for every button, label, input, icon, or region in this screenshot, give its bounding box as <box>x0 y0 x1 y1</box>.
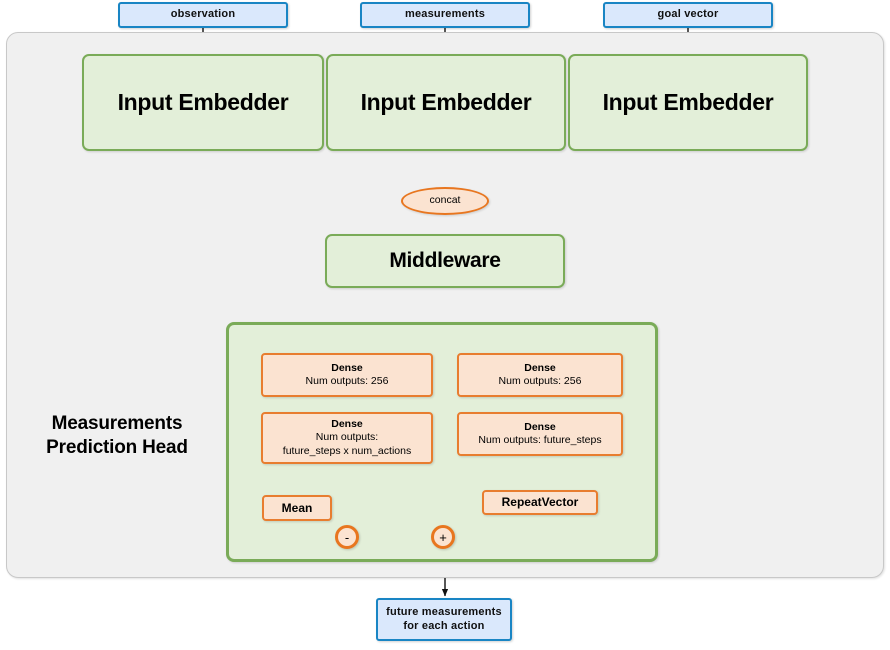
input-embedder-observation[interactable]: Input Embedder <box>82 54 324 151</box>
output-box-line-2: for each action <box>403 619 485 632</box>
head-title-line-2: Prediction Head <box>46 436 188 458</box>
subtract-operator[interactable]: - <box>335 525 359 549</box>
mean-node[interactable]: Mean <box>262 495 332 521</box>
input-box-measurements-label: measurements <box>404 8 486 21</box>
output-box-future-measurements[interactable]: future measurements for each action <box>376 598 512 641</box>
dense-right-1-outputs: Num outputs: 256 <box>498 375 582 387</box>
input-box-goal-vector-label: goal vector <box>657 8 719 21</box>
dense-left-2-outputs-label: Num outputs: <box>315 431 379 444</box>
dense-left-1[interactable]: Dense Num outputs: 256 <box>261 353 433 397</box>
dense-right-1-title: Dense <box>524 361 556 374</box>
output-box-line-1: future measurements <box>386 605 502 618</box>
head-title-line-1: Measurements <box>51 413 183 434</box>
dense-right-2-outputs: Num outputs: future_steps <box>478 434 602 446</box>
dense-left-2-outputs-value: future_steps x num_actions <box>282 444 412 457</box>
middleware-node[interactable]: Middleware <box>325 234 565 288</box>
input-box-observation-label: observation <box>170 8 236 21</box>
input-embedder-measurements-label: Input Embedder <box>360 89 532 116</box>
dense-left-2-title: Dense <box>331 418 363 431</box>
input-box-measurements[interactable]: measurements <box>360 2 530 28</box>
dense-right-1[interactable]: Dense Num outputs: 256 <box>457 353 623 397</box>
input-box-observation[interactable]: observation <box>118 2 288 28</box>
input-embedder-measurements[interactable]: Input Embedder <box>326 54 566 151</box>
add-operator[interactable]: + <box>431 525 455 549</box>
input-embedder-observation-label: Input Embedder <box>117 89 289 116</box>
mean-node-label: Mean <box>281 500 313 515</box>
subtract-operator-symbol: - <box>344 529 350 545</box>
input-box-goal-vector[interactable]: goal vector <box>603 2 773 28</box>
repeat-vector-node-label: RepeatVector <box>501 495 579 509</box>
repeat-vector-node[interactable]: RepeatVector <box>482 490 598 515</box>
concat-node-label: concat <box>429 194 461 207</box>
input-embedder-goal-vector[interactable]: Input Embedder <box>568 54 808 151</box>
add-operator-symbol: + <box>439 529 447 545</box>
measurements-prediction-head-title: Measurements Prediction Head <box>14 412 220 460</box>
input-embedder-goal-vector-label: Input Embedder <box>602 89 774 116</box>
concat-node[interactable]: concat <box>401 187 489 215</box>
dense-right-2-title: Dense <box>524 420 556 433</box>
dense-right-2[interactable]: Dense Num outputs: future_steps <box>457 412 623 456</box>
dense-left-2[interactable]: Dense Num outputs: future_steps x num_ac… <box>261 412 433 464</box>
dense-left-1-outputs: Num outputs: 256 <box>305 375 389 387</box>
dense-left-1-title: Dense <box>331 361 363 374</box>
middleware-node-label: Middleware <box>389 248 501 272</box>
